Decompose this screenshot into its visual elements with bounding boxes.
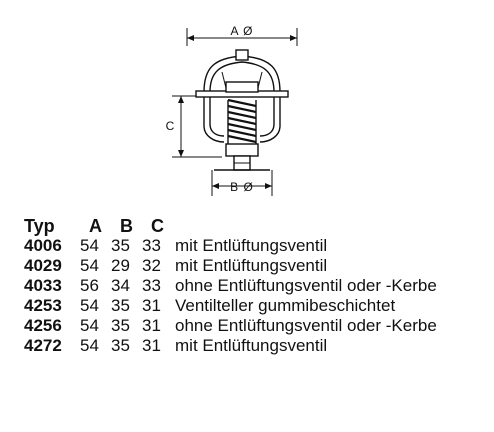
cell-desc: ohne Entlüftungsventil oder -Kerbe	[175, 276, 437, 295]
cell-typ: 4006	[24, 236, 62, 255]
cell-a: 54	[80, 256, 99, 275]
table-row: 4272 54 35 31 mit Entlüftungsventil	[24, 336, 437, 356]
cell-b: 34	[111, 276, 130, 295]
cell-b: 29	[111, 256, 130, 275]
cell-desc: ohne Entlüftungsventil oder -Kerbe	[175, 316, 437, 335]
cell-c: 33	[142, 236, 161, 255]
cell-typ: 4029	[24, 256, 62, 275]
cell-desc: mit Entlüftungsventil	[175, 256, 328, 275]
cell-c: 31	[142, 316, 161, 335]
cell-a: 54	[80, 316, 99, 335]
cell-desc: Ventilteller gummibeschichtet	[175, 296, 396, 315]
cell-c: 32	[142, 256, 161, 275]
cell-b: 35	[111, 316, 130, 335]
cell-a: 56	[80, 276, 99, 295]
table-row: 4029 54 29 32 mit Entlüftungsventil	[24, 256, 437, 276]
cell-desc: mit Entlüftungsventil	[175, 336, 328, 355]
cell-desc: mit Entlüftungsventil	[175, 236, 328, 255]
thermostat-body	[195, 49, 289, 171]
table-header-row: Typ A B C	[24, 216, 437, 236]
cell-b: 35	[111, 296, 130, 315]
dimension-b	[211, 170, 273, 196]
cell-c: 31	[142, 296, 161, 315]
table-row: 4006 54 35 33 mit Entlüftungsventil	[24, 236, 437, 256]
dimension-a-label: A Ø	[230, 24, 253, 38]
dimension-c	[172, 95, 222, 158]
header-b: B	[120, 216, 133, 236]
cell-c: 33	[142, 276, 161, 295]
header-typ: Typ	[24, 216, 55, 236]
cell-a: 54	[80, 236, 99, 255]
cell-b: 35	[111, 336, 130, 355]
header-c: C	[151, 216, 164, 236]
dimension-c-label: C	[166, 119, 175, 133]
cell-typ: 4253	[24, 296, 62, 315]
cell-b: 35	[111, 236, 130, 255]
header-desc	[173, 216, 437, 236]
cell-typ: 4272	[24, 336, 62, 355]
table-row: 4253 54 35 31 Ventilteller gummibeschich…	[24, 296, 437, 316]
cell-c: 31	[142, 336, 161, 355]
spec-table: Typ A B C 4006 54 35 33 mit Entlüftungsv…	[24, 216, 437, 356]
dimension-b-label: B Ø	[230, 180, 254, 194]
cell-a: 54	[80, 336, 99, 355]
dimension-a	[186, 28, 298, 46]
cell-typ: 4256	[24, 316, 62, 335]
table-row: 4256 54 35 31 ohne Entlüftungsventil ode…	[24, 316, 437, 336]
cell-a: 54	[80, 296, 99, 315]
spring	[227, 98, 257, 144]
cell-typ: 4033	[24, 276, 62, 295]
header-a: A	[89, 216, 102, 236]
thermostat-drawing: A Ø C B Ø	[166, 24, 298, 196]
table-row: 4033 56 34 33 ohne Entlüftungsventil ode…	[24, 276, 437, 296]
